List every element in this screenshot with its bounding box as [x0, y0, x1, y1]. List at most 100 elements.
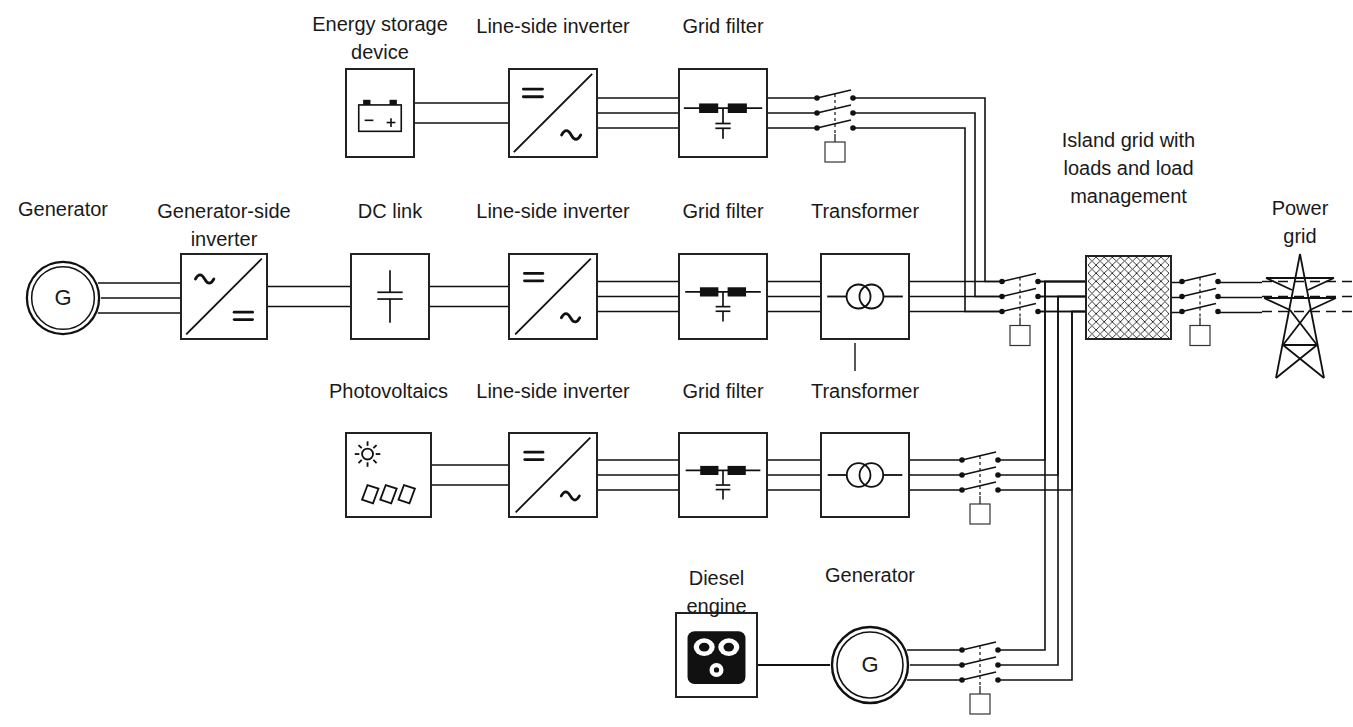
conductor [101, 297, 180, 299]
component-label: Power grid [1260, 194, 1340, 250]
component-box: Grid filter [678, 253, 768, 340]
conductor [910, 297, 1085, 666]
component-box: Energy storage device [345, 68, 415, 158]
component-symbol [680, 70, 766, 156]
component-label: Grid filter [653, 377, 793, 405]
component-symbol [347, 434, 430, 516]
leader-line [854, 343, 855, 371]
component-label: Line-side inverter [463, 197, 643, 225]
conductor [598, 127, 678, 129]
conductor [768, 113, 1085, 297]
power-line [268, 287, 350, 307]
conductor [598, 311, 678, 313]
conductor [430, 306, 508, 308]
component-symbol [510, 434, 596, 516]
conductor [268, 306, 350, 308]
power-line [598, 460, 678, 490]
component-symbol [352, 255, 428, 338]
conductor [598, 112, 678, 114]
component-symbol [680, 255, 766, 338]
conductor [758, 664, 830, 666]
conductor [415, 122, 508, 124]
conductor [98, 312, 180, 314]
conductor [432, 464, 508, 466]
component-label: Generator-side inverter [144, 197, 304, 253]
component-label: Line-side inverter [463, 12, 643, 40]
component-symbol [1087, 257, 1170, 338]
power-line [768, 282, 820, 312]
conductor [598, 281, 678, 283]
circuit-breaker [1000, 274, 1040, 346]
component-label: Photovoltaics [319, 377, 459, 405]
component-symbol [182, 255, 266, 338]
conductor [432, 484, 508, 486]
component-box: Grid filter [678, 432, 768, 518]
circuit-breaker [815, 90, 855, 162]
component-label: DC link [330, 197, 450, 225]
power-line [98, 283, 180, 313]
conductor [768, 474, 820, 476]
component-symbol [347, 70, 413, 156]
conductor [598, 97, 678, 99]
conductor [598, 459, 678, 461]
symbol-letter: G [830, 625, 910, 705]
component-box: Line-side inverter [508, 432, 598, 518]
component-box: Island grid with loads and load manageme… [1085, 255, 1172, 340]
generator-circle: GeneratorG [25, 260, 101, 336]
conductor [598, 489, 678, 491]
power-line [432, 465, 508, 485]
component-box: Generator-side inverter [180, 253, 268, 340]
conductor [768, 489, 820, 491]
power-line [907, 282, 1085, 681]
transmission-tower [1262, 250, 1338, 380]
power-line [768, 460, 820, 490]
conductor [598, 474, 678, 476]
component-box: DC link [350, 253, 430, 340]
component-label: Transformer [795, 377, 935, 405]
component-label: Grid filter [653, 12, 793, 40]
component-label: Line-side inverter [463, 377, 643, 405]
conductor [430, 286, 508, 288]
component-symbol [677, 614, 756, 696]
symbol-letter: G [25, 260, 101, 336]
component-symbol [510, 70, 596, 156]
component-box: Grid filter [678, 68, 768, 158]
conductor [268, 286, 350, 288]
component-symbol [822, 434, 908, 516]
component-box: Power grid [1262, 250, 1338, 380]
circuit-breaker [1180, 274, 1220, 346]
component-symbol [510, 255, 596, 338]
component-label: Diesel engine [672, 564, 762, 620]
conductor [768, 311, 820, 313]
component-label: Transformer [795, 197, 935, 225]
component-box: Diesel engine [675, 612, 758, 698]
component-label: Island grid with loads and load manageme… [1049, 126, 1209, 210]
component-label: Generator [810, 561, 930, 589]
circuit-breaker [960, 642, 1000, 714]
component-symbol [680, 434, 766, 516]
component-box: Line-side inverter [508, 68, 598, 158]
conductor [98, 282, 180, 284]
component-label: Energy storage device [305, 10, 455, 66]
power-line [598, 282, 678, 312]
conductor [415, 102, 508, 104]
component-box: Transformer [820, 253, 910, 340]
component-box: Transformer [820, 432, 910, 518]
power-line [758, 665, 830, 666]
conductor [907, 312, 1085, 681]
circuit-breaker [960, 452, 1000, 524]
power-line [598, 98, 678, 128]
component-box: Photovoltaics [345, 432, 432, 518]
component-box: Line-side inverter [508, 253, 598, 340]
conductor [598, 296, 678, 298]
conductor [768, 296, 820, 298]
component-symbol [822, 255, 908, 338]
component-label: Generator [3, 195, 123, 223]
conductor [768, 98, 1085, 282]
generator-circle: GeneratorG [830, 625, 910, 705]
component-label: Grid filter [653, 197, 793, 225]
power-line [415, 103, 508, 123]
power-line [430, 287, 508, 307]
conductor [768, 459, 820, 461]
